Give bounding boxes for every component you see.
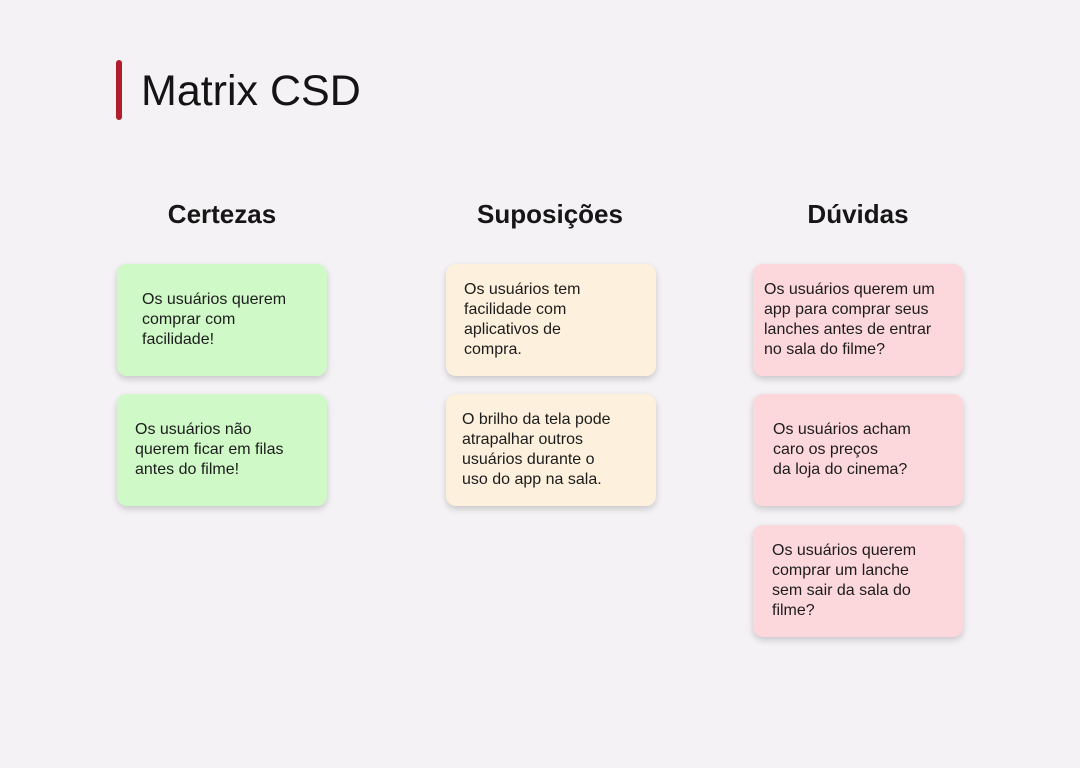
card-duvidas-3[interactable]: Os usuários querem comprar um lanche sem… — [753, 525, 963, 637]
column-heading-certezas: Certezas — [167, 199, 277, 229]
card-text: O brilho da tela pode atrapalhar outros … — [462, 411, 611, 488]
card-text: Os usuários querem um app para comprar s… — [764, 281, 935, 358]
column-heading-suposicoes: Suposições — [477, 199, 623, 229]
card-duvidas-1[interactable]: Os usuários querem um app para comprar s… — [753, 264, 963, 376]
card-suposicoes-2[interactable]: O brilho da tela pode atrapalhar outros … — [446, 394, 656, 506]
card-suposicoes-1[interactable]: Os usuários tem facilidade com aplicativ… — [446, 264, 656, 376]
column-heading-duvidas: Dúvidas — [807, 199, 909, 229]
card-text: Os usuários tem facilidade com aplicativ… — [464, 281, 581, 358]
title-accent-bar — [116, 60, 122, 120]
card-text: Os usuários querem comprar um lanche sem… — [772, 542, 917, 619]
card-text: Os usuários querem comprar com facilidad… — [142, 291, 287, 348]
card-duvidas-2[interactable]: Os usuários acham caro os preços da loja… — [753, 394, 963, 506]
card-text: Os usuários acham caro os preços da loja… — [773, 421, 911, 478]
card-text: Os usuários não querem ficar em filas an… — [135, 421, 284, 478]
page-title: Matrix CSD — [141, 67, 361, 115]
card-certezas-1[interactable]: Os usuários querem comprar com facilidad… — [117, 264, 327, 376]
card-certezas-2[interactable]: Os usuários não querem ficar em filas an… — [117, 394, 327, 506]
